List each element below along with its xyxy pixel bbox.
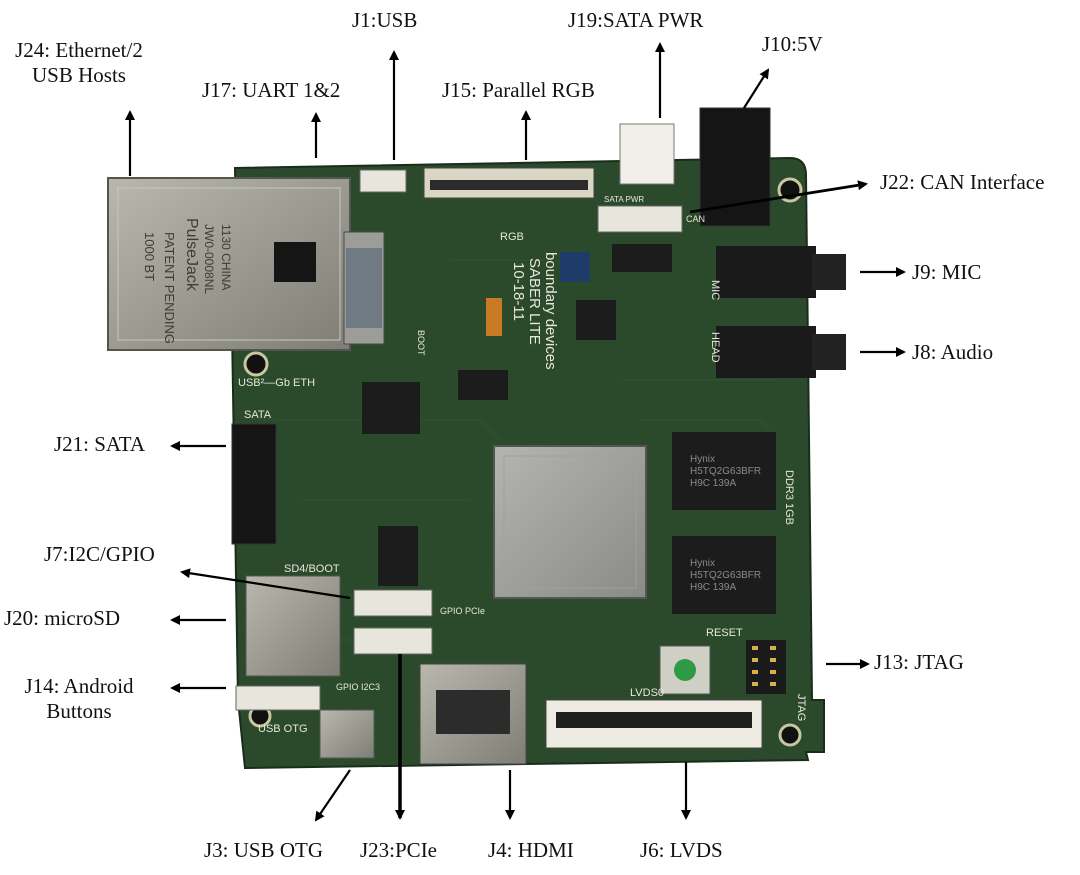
silk-brand: boundary devices — [542, 252, 559, 370]
eth-jack-text-4: 1130 CHINA — [219, 224, 233, 290]
j1-connector — [359, 169, 407, 193]
j19-connector — [619, 123, 675, 185]
ram-chip-1 — [672, 432, 776, 510]
label-j10: J10:5V — [762, 32, 823, 56]
label-j3: J3: USB OTG — [204, 838, 324, 862]
eth-jack-text-2: PulseJack — [183, 218, 200, 292]
label-j1: J1:USB — [352, 8, 418, 32]
label-j14-line2: Buttons — [46, 699, 112, 724]
label-j23: J23:PCIe — [360, 838, 438, 862]
j22-connector — [597, 205, 683, 233]
j20-microsd-slot — [245, 575, 341, 677]
ram-chip-text-6: H9C 139A — [690, 582, 736, 593]
silk-lvds: LVDS0 — [630, 687, 664, 699]
j3-usb-otg-port — [319, 709, 375, 759]
j21-sata-connector — [231, 423, 277, 545]
silk-boot: BOOT — [416, 330, 426, 356]
silk-model: SABER LITE — [526, 258, 543, 345]
silk-can: CAN — [686, 214, 705, 224]
small-chips — [362, 244, 672, 586]
eth-jack-text-3: JW0-0008NL — [202, 224, 216, 294]
ram-chip-text-5: H5TQ2G63BFR — [690, 570, 761, 581]
arrow-j10 — [743, 68, 770, 109]
label-j14-line1: J14: Android — [24, 674, 134, 698]
label-j9: J9: MIC — [912, 260, 982, 284]
label-j4: J4: HDMI — [488, 838, 574, 862]
silk-usb-otg: USB OTG — [258, 723, 308, 735]
eth-jack-text-5: 1000 BT — [142, 232, 157, 281]
arrow-j22 — [689, 180, 868, 214]
silk-eth: USB²—Gb ETH — [238, 377, 315, 389]
label-j6: J6: LVDS — [640, 838, 723, 862]
ram-chip-text-1: Hynix — [690, 454, 715, 465]
label-j8: J8: Audio — [912, 340, 994, 364]
label-j13: J13: JTAG — [874, 650, 964, 674]
j7-connector — [353, 589, 433, 617]
label-j15: J15: Parallel RGB — [442, 78, 595, 102]
silk-head: HEAD — [709, 332, 721, 363]
label-j24: J24: Ethernet/2 USB Hosts — [4, 38, 154, 88]
j23-connector — [353, 627, 433, 655]
label-j24-line1: J24: Ethernet/2 — [15, 38, 143, 62]
label-j14: J14: Android Buttons — [4, 674, 154, 724]
label-j19: J19:SATA PWR — [568, 8, 704, 32]
ram-chip-2 — [672, 536, 776, 614]
silk-jtag: JTAG — [795, 694, 807, 721]
audio-jacks — [716, 246, 846, 378]
label-j24-line2: USB Hosts — [32, 63, 126, 88]
silk-sata: SATA — [244, 409, 272, 421]
ethernet-usb-jack — [107, 177, 385, 351]
label-j20: J20: microSD — [4, 606, 121, 630]
silk-reset: RESET — [706, 627, 743, 639]
silk-date: 10-18-11 — [510, 262, 527, 321]
ram-chip-text-4: Hynix — [690, 558, 715, 569]
eth-jack-text-1: PATENT PENDING — [162, 232, 177, 344]
silkscreen: boundary devices SABER LITE 10-18-11 RGB… — [238, 195, 807, 735]
arrow-j7 — [180, 568, 351, 600]
silk-rgb: RGB — [500, 231, 524, 243]
j14-connector — [235, 685, 321, 711]
label-j7: J7:I2C/GPIO — [44, 542, 155, 566]
soc-chip — [493, 445, 647, 599]
silk-sd4: SD4/BOOT — [284, 563, 340, 575]
pointer-arrows — [125, 42, 906, 822]
j10-barrel-jack — [699, 107, 771, 227]
label-j21: J21: SATA — [54, 432, 146, 456]
silk-gpio: GPIO I2C3 — [336, 682, 380, 692]
arrow-j3 — [314, 769, 351, 822]
ram-chip-text-2: H5TQ2G63BFR — [690, 466, 761, 477]
label-j22: J22: CAN Interface — [880, 170, 1045, 194]
label-j17: J17: UART 1&2 — [202, 78, 341, 102]
silk-sata-pwr: SATA PWR — [604, 195, 644, 204]
silk-pcie: GPIO PCIe — [440, 606, 485, 616]
silk-mic: MIC — [709, 280, 721, 300]
ram-chip-text-3: H9C 139A — [690, 478, 736, 489]
silk-ddr: DDR3 1GB — [783, 470, 795, 525]
